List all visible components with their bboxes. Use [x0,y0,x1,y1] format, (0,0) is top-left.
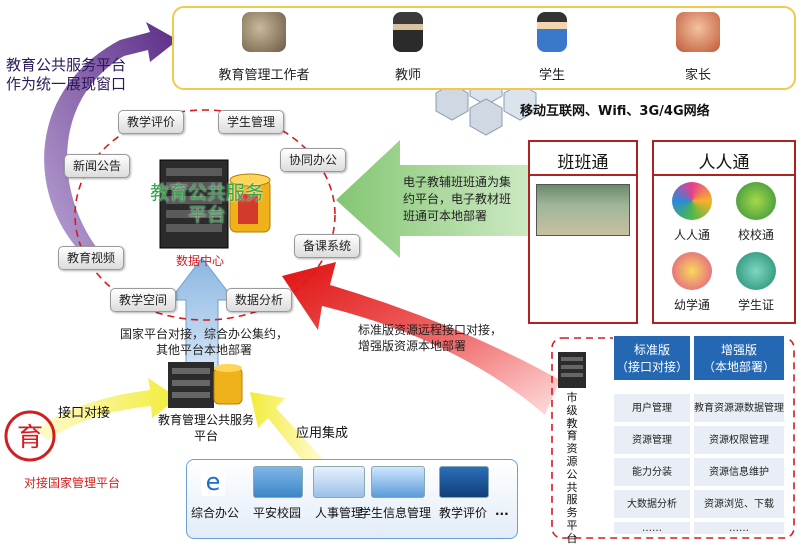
central-server-icon [159,159,271,249]
table-cell: 教育资源源数据管理 [693,393,785,423]
youxuetong-logo-icon [672,252,712,290]
user-teacher: 教师 [358,12,458,83]
integrated-apps-bar: e 综合办公 平安校园 人事管理 学生信息管理 教学评价 ... [186,459,518,539]
safe-campus-thumbnail [253,466,303,498]
app-integration-label: 应用集成 [296,426,349,441]
user-label: 教师 [394,68,421,83]
students-icon [537,12,567,52]
red-arrow-text: 标准版资源远程接口对接， 增强版资源本地部署 [358,323,503,353]
student-info-thumbnail [371,466,425,498]
service-teaching-evaluation[interactable]: 教学评价 [118,110,185,134]
user-admin: 教育管理工作者 [214,12,314,83]
table-cell: …… [693,521,785,535]
table-cell: 大数据分析 [613,489,691,519]
local-platform-label: 教育管理公共服务 平台 [158,413,255,443]
parent-icon [676,12,720,52]
network-label: 移动互联网、Wifi、3G/4G网络 [520,104,710,119]
panel-divider [530,174,636,176]
app-label: 学生证 [737,298,774,312]
yellow-arrow-left [35,378,178,440]
red-arrow [282,262,560,415]
teacher-icon [393,12,423,52]
blue-arrow-text: 国家平台对接，综合办公集约， 其他平台本地部署 [120,327,289,357]
user-label: 学生 [538,68,565,83]
app-hr[interactable]: 人事管理 [315,506,364,520]
user-student: 学生 [502,12,602,83]
blue-arrow [168,257,236,381]
renrentong-logo-icon [672,182,712,220]
service-circle [74,109,336,321]
city-server-icon [558,352,586,388]
green-arrow [336,140,528,258]
table-cell: 能力分装 [613,457,691,487]
table-header: 增强版 （本地部署） [693,335,785,381]
central-platform-label: 教育公共服务 平台 [150,182,265,226]
app-student-card[interactable]: 学生证 [726,252,786,313]
local-server-icon [168,362,243,408]
renrentong-panel: 人人通 人人通 校校通 幼学通 学生证 [652,140,796,324]
table-cell: 资源信息维护 [693,457,785,487]
user-bar: 教育管理工作者 教师 学生 家长 [172,6,796,90]
service-student-management[interactable]: 学生管理 [218,110,285,134]
service-lesson-prep[interactable]: 备课系统 [294,234,361,258]
user-parent: 家长 [648,12,748,83]
banbantong-title: 班班通 [557,153,609,173]
service-collaborative-office[interactable]: 协同办公 [280,148,347,172]
classroom-photo [536,184,630,236]
ie-icon: e [201,466,225,496]
user-label: 教育管理工作者 [218,68,310,83]
yellow-arrow-right [250,392,322,470]
edition-table: 标准版 （接口对接） 增强版 （本地部署） 用户管理 教育资源源数据管理 资源管… [613,335,785,535]
national-label: 对接国家管理平台 [24,476,121,490]
national-emblem-icon: 育 [4,410,56,462]
more-apps[interactable]: ... [495,504,509,518]
app-youxuetong[interactable]: 幼学通 [662,252,722,313]
app-student-info[interactable]: 学生信息管理 [359,506,432,520]
hr-thumbnail [313,466,365,498]
app-renrentong[interactable]: 人人通 [662,182,722,243]
student-card-icon [736,252,776,290]
table-cell: …… [613,521,691,535]
purple-curved-arrow [44,22,179,260]
administrators-icon [242,12,286,52]
green-arrow-text: 电子教辅班班通为集 约平台，电子教材班 班通可本地部署 [403,175,512,223]
service-news[interactable]: 新闻公告 [64,154,131,178]
app-teaching-eval[interactable]: 教学评价 [439,506,488,520]
service-teaching-space[interactable]: 教学空间 [110,288,177,312]
app-office[interactable]: 综合办公 [191,506,240,520]
teaching-eval-thumbnail [439,466,489,498]
banbantong-panel: 班班通 [528,140,638,324]
city-platform-label: 市 级 教 育 资 源 公 共 服 务 平 台 [566,391,578,545]
data-center-label: 数据中心 [176,254,225,268]
table-cell: 资源权限管理 [693,425,785,455]
panel-divider [654,174,794,176]
svg-text:e: e [206,468,221,496]
user-label: 家长 [684,68,711,83]
svg-text:育: 育 [17,423,43,453]
table-cell: 资源浏览、下载 [693,489,785,519]
app-label: 校校通 [737,228,774,242]
app-safe-campus[interactable]: 平安校园 [253,506,302,520]
xiaoxiaotong-logo-icon [736,182,776,220]
table-header: 标准版 （接口对接） [613,335,691,381]
left-caption: 教育公共服务平台 作为统一展现窗口 [6,56,127,93]
service-data-analysis[interactable]: 数据分析 [226,288,293,312]
app-label: 幼学通 [673,298,710,312]
app-label: 人人通 [673,228,710,242]
app-xiaoxiaotong[interactable]: 校校通 [726,182,786,243]
interface-label: 接口对接 [58,406,111,421]
service-education-video[interactable]: 教育视频 [58,246,125,270]
renrentong-title: 人人通 [698,153,750,173]
table-cell: 用户管理 [613,393,691,423]
table-cell: 资源管理 [613,425,691,455]
